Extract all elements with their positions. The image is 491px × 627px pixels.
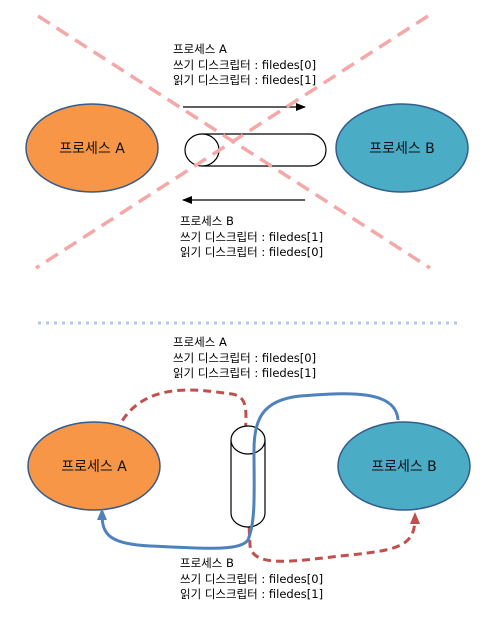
top-note-process-b: 프로세스 B 쓰기 디스크립터 : filedes[1] 읽기 디스크립터 : … — [180, 214, 323, 261]
bottom-note-b-write: 쓰기 디스크립터 : filedes[0] — [180, 571, 324, 586]
bottom-note-process-b: 프로세스 B 쓰기 디스크립터 : filedes[0] 읽기 디스크립터 : … — [180, 556, 323, 603]
bottom-process-b-label: 프로세스 B — [371, 459, 437, 475]
bottom-process-a-label: 프로세스 A — [61, 459, 127, 475]
bottom-section: 프로세스 A 프로세스 B — [27, 388, 471, 563]
top-pipe — [184, 133, 327, 167]
top-section: 프로세스 A 프로세스 B — [25, 14, 469, 270]
bottom-note-a-read: 읽기 디스크립터 : filedes[1] — [173, 366, 317, 380]
top-note-a-title: 프로세스 A — [173, 42, 227, 56]
top-note-process-a: 프로세스 A 쓰기 디스크립터 : filedes[0] 읽기 디스크립터 : … — [173, 42, 316, 89]
top-process-b-node: 프로세스 B — [335, 103, 469, 193]
bottom-process-a-node: 프로세스 A — [27, 421, 161, 511]
top-note-b-read: 읽기 디스크립터 : filedes[0] — [180, 245, 324, 259]
bottom-note-a-write: 쓰기 디스크립터 : filedes[0] — [173, 350, 317, 365]
bottom-pipe — [230, 425, 266, 528]
top-note-b-write: 쓰기 디스크립터 : filedes[1] — [180, 229, 324, 244]
bottom-note-process-a: 프로세스 A 쓰기 디스크립터 : filedes[0] 읽기 디스크립터 : … — [173, 335, 316, 382]
blue-solid-path — [97, 392, 400, 550]
top-note-b-title: 프로세스 B — [180, 214, 234, 228]
bottom-note-b-read: 읽기 디스크립터 : filedes[1] — [180, 587, 324, 601]
top-process-b-label: 프로세스 B — [369, 141, 435, 157]
invalid-cross — [35, 14, 431, 270]
bottom-note-a-title: 프로세스 A — [173, 335, 227, 349]
top-note-a-read: 읽기 디스크립터 : filedes[1] — [173, 73, 317, 87]
top-note-a-write: 쓰기 디스크립터 : filedes[0] — [173, 57, 317, 72]
bottom-process-b-node: 프로세스 B — [337, 421, 471, 511]
bottom-note-b-title: 프로세스 B — [180, 556, 234, 570]
top-process-a-node: 프로세스 A — [25, 103, 159, 193]
top-process-a-label: 프로세스 A — [59, 141, 125, 157]
